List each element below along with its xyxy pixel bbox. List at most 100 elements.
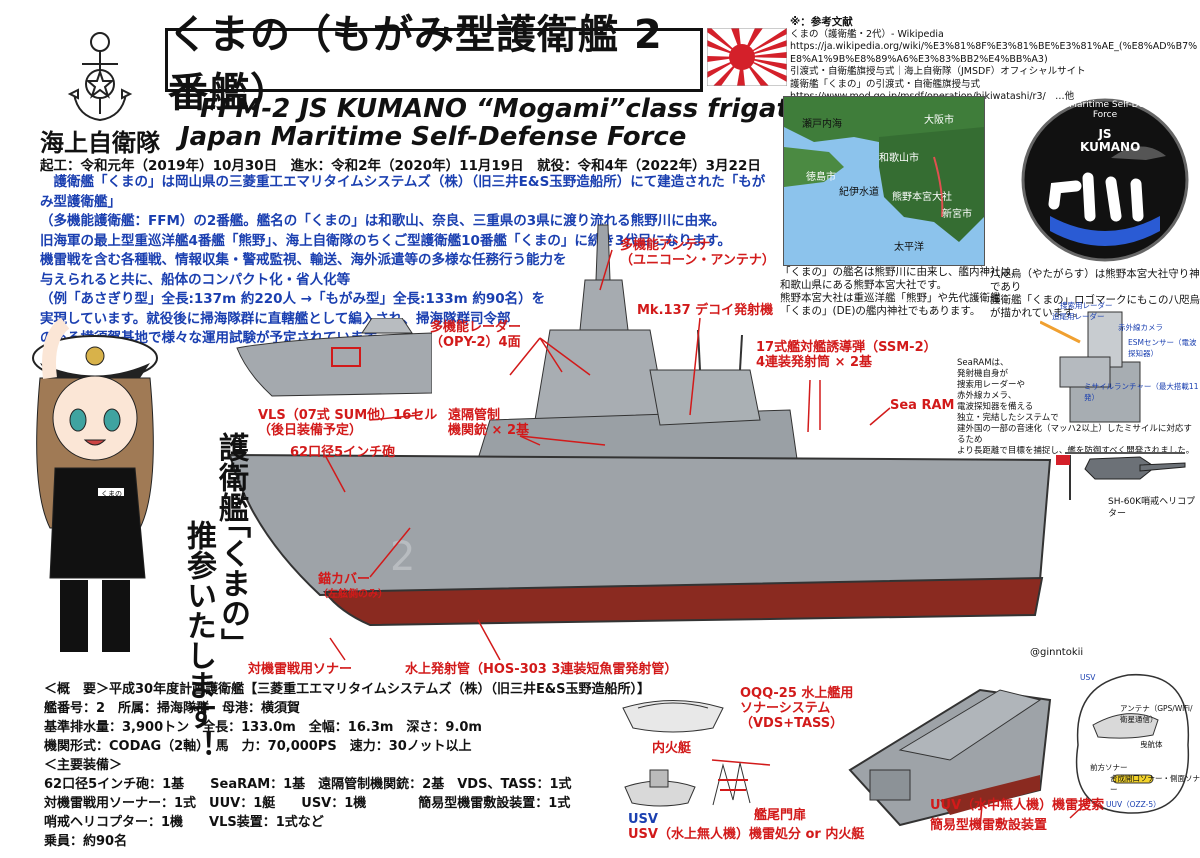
callout-text: 17式艦対艦誘導弾（SSM-2） bbox=[756, 340, 937, 355]
map-label: 熊野本宮大社 bbox=[892, 192, 952, 203]
callout-mk137: Mk.137 デコイ発射機 bbox=[637, 303, 774, 318]
ship-bow-closeup bbox=[236, 318, 432, 397]
note-line: 独立・完結したシステムで bbox=[957, 413, 1059, 423]
reference-line: くまの（護衛艦・2代）- Wikipedia bbox=[790, 28, 944, 40]
note-line: 八咫烏（やたがらす）は熊野本宮大社守り神であり bbox=[990, 268, 1200, 293]
callout-text: VLS（07式 SUM他）16セル bbox=[258, 408, 438, 423]
subtitle-english: FFM-2 JS KUMANO “Mogami”class frigate bbox=[200, 94, 807, 124]
note-line: 和歌山県にある熊野本宮大社です。 bbox=[780, 279, 947, 291]
searam-launcher-illustration bbox=[1040, 311, 1141, 423]
rising-sun-ensign-icon bbox=[707, 28, 787, 86]
spec-line: 哨戒ヘリコプター：1機 VLS装置：1式など bbox=[44, 815, 324, 830]
map-label: 紀伊水道 bbox=[839, 187, 879, 198]
svg-text:2: 2 bbox=[390, 534, 415, 580]
note-line: 熊野本宮大社は重巡洋艦「熊野」や先代護衛艦 bbox=[780, 292, 1001, 304]
reference-line: 引渡式・自衛艦旗授与式｜海上自衛隊（JMSDF）オフィシャルサイト bbox=[790, 66, 1086, 77]
description-line: 護衛艦「くまの」は岡山県の三菱重工エマリタイムシステムズ（株）（旧三井E&S玉野… bbox=[40, 174, 766, 210]
callout-usv-mine: USV（水上無人機）機雷処分 or 内火艇 bbox=[628, 827, 865, 842]
callout-torpedo: 水上発射管（HOS-303 3連装短魚雷発射管） bbox=[405, 662, 678, 677]
callout-stern-door: 艦尾門扉 bbox=[754, 808, 807, 823]
description-line: （多機能護衛艦：FFM）の2番艦。艦名の「くまの」は和歌山、奈良、三重県の3県に… bbox=[40, 213, 726, 229]
map-label: 新宮市 bbox=[942, 209, 972, 220]
note-line: 護衛艦「くまの」ロゴマークにもこの八咫烏が描かれています。 bbox=[990, 294, 1200, 319]
stern-door-sketch bbox=[712, 762, 751, 806]
emblem-note: 八咫烏（やたがらす）は熊野本宮大社守り神であり 護衛艦「くまの」ロゴマークにもこ… bbox=[990, 268, 1200, 320]
description-line: 機雷戦を含む各種戦、情報収集・警戒監視、輸送、海外派遣等の多様な任務行う能力を bbox=[40, 252, 567, 268]
callout-sonar: 対機雷戦用ソナー bbox=[248, 662, 353, 677]
girl-shout-col2: 推参いたします！ bbox=[181, 520, 216, 760]
references-heading: ※：参考文献 bbox=[790, 16, 853, 28]
spec-line: 62口径5インチ砲：1基 SeaRAM：1基 遠隔管制機関銃：2基 VDS、TA… bbox=[44, 777, 572, 792]
callout-text: （後日装備予定） bbox=[258, 423, 363, 438]
callout-anchor: 錨カバー （左舷側のみ） bbox=[318, 572, 388, 602]
callout-minelayer: 簡易型機雷敷設装置 bbox=[930, 818, 1048, 833]
note-line: 「くまの」の艦名は熊野川に由来し、艦内神社は、 bbox=[780, 266, 1022, 278]
callout-text: 多機能レーダー bbox=[430, 320, 522, 335]
note-line: 電波探知器を備える bbox=[957, 402, 1034, 412]
note-line: 赤外線カメラ、 bbox=[957, 391, 1017, 401]
callout-text: ソナーシステム bbox=[740, 701, 831, 716]
spec-list: ＜概 要＞平成30年度計画護衛艦【三菱重工エマリタイムシステムズ（株）（旧三井E… bbox=[44, 680, 650, 851]
mogami-class-frigate-illustration: 2 bbox=[230, 224, 1071, 627]
callout-vls: VLS（07式 SUM他）16セル （後日装備予定） bbox=[258, 408, 437, 438]
part-label: ESMセンサー（電波探知器） bbox=[1128, 338, 1197, 358]
inset-label: USV bbox=[1080, 673, 1096, 682]
map-label: 和歌山市 bbox=[879, 153, 919, 164]
jmsdf-anchor-cherry-emblem bbox=[67, 32, 133, 122]
callout-text: 機関銃 × 2基 bbox=[448, 423, 529, 438]
emblem-ship-name: JS KUMANO bbox=[1080, 127, 1141, 154]
callout-usv-tag: USV bbox=[628, 812, 658, 827]
spec-line: 対機雷戦用ソーナー：1式 UUV：1艇 USV：1機 簡易型機雷敷設装置：1式 bbox=[44, 796, 571, 811]
map-label: 太平洋 bbox=[894, 242, 924, 253]
part-label: 捜索用レーダー bbox=[1060, 301, 1113, 310]
inset-label: アンテナ（GPS/WiFi/衛星通信） bbox=[1120, 704, 1193, 724]
description-line: （例「あさぎり型」全長:137m 約220人 →「もがみ型」全長:133m 約9… bbox=[40, 291, 546, 307]
map-note: 「くまの」の艦名は熊野川に由来し、艦内神社は、 和歌山県にある熊野本宮大社です。… bbox=[780, 266, 1022, 318]
callout-antenna: 多機能アンテナ （ユニコーン・アンテナ） bbox=[620, 238, 775, 268]
spec-line: 機関形式：CODAG（2軸） 馬 力：70,000PS 速力：30ノット以上 bbox=[44, 739, 472, 754]
callout-gun: 62口径5インチ砲 bbox=[290, 445, 396, 460]
part-label: 赤外線カメラ bbox=[1118, 323, 1163, 332]
description-line: 旧海軍の最上型重巡洋艦4番艦「熊野」、海上自衛隊のちくご型護衛艦10番艦「くまの… bbox=[40, 232, 731, 249]
callout-text: OQQ-25 水上艦用 bbox=[740, 686, 854, 701]
callout-rws: 遠隔管制 機関銃 × 2基 bbox=[448, 408, 529, 438]
note-line: 「くまの」(DE)の艦内神社でもあります。 bbox=[780, 305, 981, 317]
searam-parts: 捜索用レーダー 追尾用レーダー 赤外線カメラ ESMセンサー（電波探知器） ミサ… bbox=[1040, 300, 1200, 403]
usv-uuv-inset bbox=[1075, 673, 1190, 814]
reference-line: https://ja.wikipedia.org/wiki/%E3%81%8F%… bbox=[790, 41, 1198, 52]
part-label: ミサイルランチャー（最大搭載11発） bbox=[1084, 382, 1199, 402]
ship-dates: 起工：令和元年（2019年）10月30日 進水：令和2年（2020年）11月19… bbox=[40, 158, 761, 174]
callout-text: （OPY-2）4面 bbox=[430, 335, 521, 350]
callout-text: 多機能アンテナ bbox=[620, 238, 711, 253]
inset-label: 合成開口ソナー・側面ソナー bbox=[1110, 774, 1200, 794]
ship-stern-view bbox=[848, 688, 1052, 827]
note-line: 捜索用レーダーや bbox=[957, 380, 1026, 390]
girl-shout-col3: 「くまの」 bbox=[215, 508, 250, 658]
callout-text: （VDS+TASS） bbox=[740, 716, 844, 731]
org-japanese: 海上自衛隊 bbox=[40, 129, 160, 157]
map-label: 徳島市 bbox=[806, 172, 836, 183]
kumano-crest-emblem bbox=[1021, 98, 1189, 262]
inset-label: UUV（OZZ-5） bbox=[1106, 800, 1161, 809]
note-line: SeaRAMは、 bbox=[957, 358, 1009, 368]
usv-illustration bbox=[624, 769, 696, 807]
kumano-chibi-character bbox=[32, 318, 158, 652]
callout-searam: Sea RAM bbox=[890, 398, 955, 413]
callout-radar: 多機能レーダー （OPY-2）4面 bbox=[430, 320, 521, 350]
callout-text: （左舷側のみ） bbox=[318, 589, 388, 600]
org-english: Japan Maritime Self-Defense Force bbox=[180, 122, 687, 152]
note-line: 建外国の一部の音速化（マッハ2以上）したミサイルに対応するため bbox=[957, 424, 1192, 445]
helicopter-illustration bbox=[1065, 452, 1186, 480]
spec-line: ＜主要装備＞ bbox=[44, 758, 123, 773]
note-line: 発射機自身が bbox=[957, 369, 1009, 379]
map-label: 大阪市 bbox=[924, 115, 954, 126]
spec-line: ＜概 要＞平成30年度計画護衛艦【三菱重工エマリタイムシステムズ（株）（旧三井E… bbox=[44, 682, 651, 697]
callout-oqq25: OQQ-25 水上艦用 ソナーシステム （VDS+TASS） bbox=[740, 686, 853, 731]
work-boat-illustration bbox=[622, 700, 724, 733]
callout-text: 錨カバー bbox=[318, 572, 371, 587]
spec-line: 基準排水量：3,900トン 全長：133.0m 全幅：16.3m 深さ：9.0m bbox=[44, 720, 482, 735]
name-tag: くまの bbox=[101, 490, 122, 498]
part-label: 追尾用レーダー bbox=[1052, 312, 1105, 321]
helicopter-label: SH-60K哨戒ヘリコプター bbox=[1108, 497, 1196, 519]
callout-uuv-mine: UUV（水中無人機）機雷捜索 bbox=[930, 798, 1105, 813]
